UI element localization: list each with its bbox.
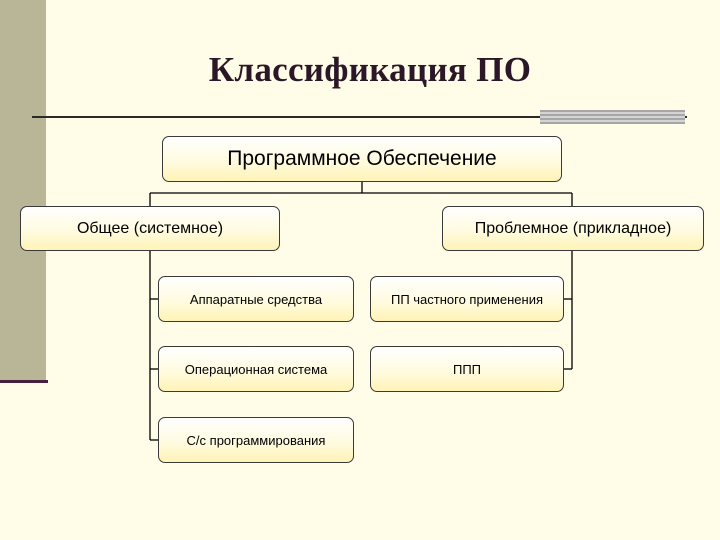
- leaf-node-hardware-label: Аппаратные средства: [189, 291, 323, 307]
- leaf-node-os: Операционная система: [158, 346, 354, 392]
- leaf-node-programming-systems-label: С/с программирования: [186, 432, 326, 448]
- leaf-node-os-label: Операционная система: [184, 361, 328, 377]
- branch-node-applied-label: Проблемное (прикладное): [474, 219, 672, 237]
- left-decorative-band: [0, 0, 46, 382]
- title-divider-line: [32, 116, 687, 118]
- branch-node-system-label: Общее (системное): [76, 219, 224, 237]
- root-node-label: Программное Обеспечение: [227, 147, 497, 170]
- root-node: Программное Обеспечение: [162, 136, 562, 182]
- left-band-underline: [0, 380, 48, 383]
- branch-node-system: Общее (системное): [20, 206, 280, 251]
- title-divider-accent: [540, 110, 685, 124]
- leaf-node-application-packages: ППП: [370, 346, 564, 392]
- leaf-node-private-use-software: ПП частного применения: [370, 276, 564, 322]
- leaf-node-private-use-software-label: ПП частного применения: [390, 291, 544, 307]
- leaf-node-hardware: Аппаратные средства: [158, 276, 354, 322]
- branch-node-applied: Проблемное (прикладное): [442, 206, 704, 251]
- slide-title: Классификация ПО: [208, 50, 532, 89]
- leaf-node-programming-systems: С/с программирования: [158, 417, 354, 463]
- leaf-node-application-packages-label: ППП: [452, 361, 482, 377]
